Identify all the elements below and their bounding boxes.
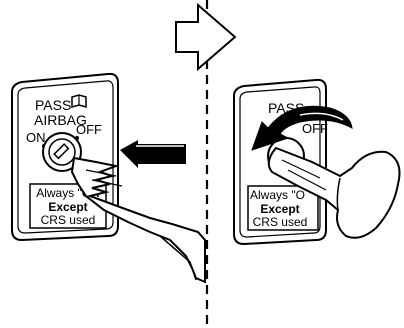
airbag-label: AIRBAG	[34, 112, 87, 128]
warning-line1-right: Always "O	[250, 188, 305, 202]
arrow-right-icon	[175, 2, 237, 72]
book-icon	[71, 94, 87, 108]
left-switch-panel: PASS AIRBAG ON OFF Always "ON Except CRS…	[11, 72, 119, 242]
warning-line2: Except	[48, 200, 87, 214]
rotate-arrow-icon	[251, 105, 353, 151]
warning-line2-right: Except	[260, 202, 299, 216]
key-cylinder	[42, 132, 82, 172]
warning-box-right	[247, 185, 319, 231]
off-label: OFF	[76, 122, 102, 137]
insert-arrow-icon	[120, 140, 186, 168]
off-label-right: OFF	[302, 121, 328, 136]
key-icon	[70, 156, 206, 284]
warning-line3: CRS used	[41, 213, 96, 227]
pass-label: PASS	[35, 97, 71, 113]
key-icon-right	[267, 146, 401, 239]
on-label: ON	[26, 130, 46, 145]
warning-line3-right: CRS used	[253, 215, 308, 229]
